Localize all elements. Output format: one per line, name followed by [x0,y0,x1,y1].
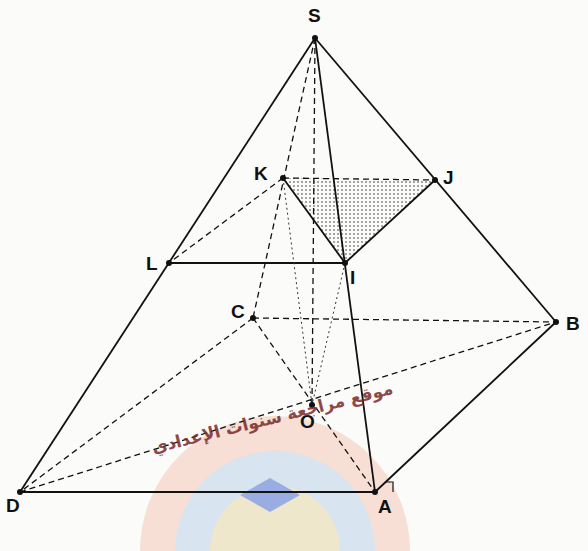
point-label: S [308,6,321,25]
point-label: C [231,302,245,321]
solid-edges [20,38,556,492]
shaded-triangle [283,178,435,263]
point-label: I [350,268,355,287]
point-label: B [566,314,580,333]
vertex-points [17,35,559,495]
point-label: A [378,497,392,516]
point-label: K [254,164,268,183]
hidden-edges [20,38,556,492]
point-label: D [6,496,20,515]
point-label: L [146,254,158,273]
dotted-lines [283,178,345,405]
angle-mark [385,482,393,492]
point-label: J [443,168,454,187]
